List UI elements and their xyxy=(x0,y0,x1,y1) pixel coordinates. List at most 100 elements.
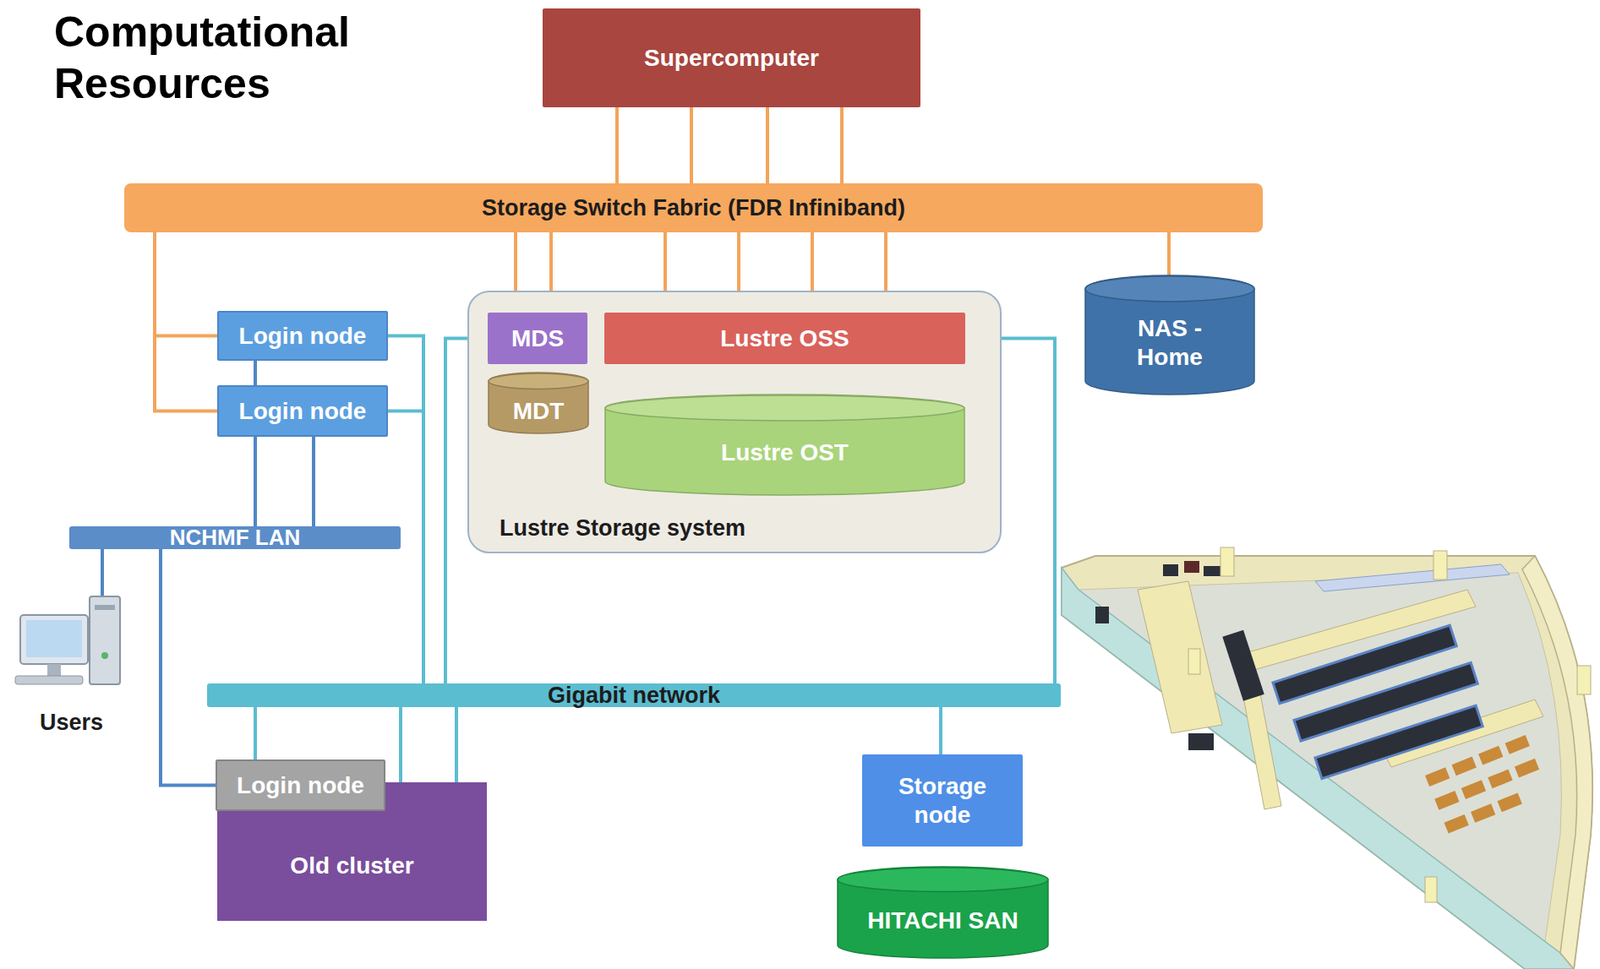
desk xyxy=(1434,791,1459,811)
column xyxy=(1577,666,1591,695)
login-node-box: Login node xyxy=(217,311,388,361)
power-light xyxy=(101,652,109,660)
supercomputer-box: Supercomputer xyxy=(542,8,921,108)
network-link xyxy=(615,107,619,184)
cylinder-top xyxy=(837,868,1049,893)
drive-bay xyxy=(94,605,115,611)
page-title: Computational Resources xyxy=(54,6,418,110)
desk xyxy=(1470,803,1496,824)
node-label: Lustre OST xyxy=(720,438,849,468)
node-label: Login node xyxy=(236,771,365,801)
desk xyxy=(1425,767,1450,787)
node-label: Login node xyxy=(239,322,367,351)
nas-cylinder: NAS - Home xyxy=(1084,275,1256,396)
monitor-stand xyxy=(47,664,61,677)
rack-rows xyxy=(1222,566,1491,795)
keyboard xyxy=(15,676,83,685)
node-label: NAS - Home xyxy=(1119,314,1221,372)
equipment xyxy=(1184,561,1200,574)
server-rack xyxy=(1222,630,1264,702)
computer-icon xyxy=(15,596,128,699)
desk xyxy=(1452,757,1477,777)
screen xyxy=(26,620,82,658)
network-link xyxy=(454,707,459,783)
column xyxy=(1220,547,1235,577)
node-label: Users xyxy=(39,709,104,737)
node-label: MDT xyxy=(513,397,565,426)
cylinder-body xyxy=(488,372,589,434)
floor-area xyxy=(1078,573,1562,954)
cylinder-top xyxy=(1085,276,1255,302)
network-link xyxy=(311,436,316,527)
room-wall xyxy=(1137,581,1223,734)
cylinder-top xyxy=(605,395,965,421)
desks xyxy=(1425,735,1549,835)
floor-outline xyxy=(1061,556,1593,969)
network-link xyxy=(100,549,104,597)
san-cylinder: HITACHI SAN xyxy=(836,867,1049,960)
node-label: Gigabit network xyxy=(547,682,721,710)
column xyxy=(1425,877,1437,903)
network-link xyxy=(253,436,257,527)
network-link xyxy=(154,232,218,337)
cylinder-body xyxy=(1085,275,1255,395)
storage-node-box: Storage node xyxy=(862,754,1023,847)
login-node-box: Login node xyxy=(217,385,388,437)
login-node-box: Login node xyxy=(215,759,386,812)
network-link xyxy=(1167,232,1171,276)
tower-case xyxy=(89,596,121,685)
desk xyxy=(1505,735,1530,755)
node-label: Lustre Storage system xyxy=(499,514,746,542)
cooling-unit xyxy=(1315,564,1510,592)
monitor xyxy=(20,615,88,665)
users-computer: Users xyxy=(15,596,128,740)
node-label: NCHMF LAN xyxy=(169,524,301,552)
mds-box: MDS xyxy=(487,312,588,365)
mdt-cylinder: MDT xyxy=(487,372,590,435)
column xyxy=(1188,649,1201,675)
gigabit-band: Gigabit network xyxy=(207,683,1061,708)
desk xyxy=(1478,746,1503,766)
network-link xyxy=(253,707,257,760)
ost-cylinder: Lustre OST xyxy=(604,394,966,497)
desk xyxy=(1461,780,1486,800)
network-link xyxy=(160,549,216,787)
network-link xyxy=(154,232,218,412)
network-link xyxy=(939,707,943,755)
server-rack-row xyxy=(1315,705,1483,780)
node-label: Lustre OSS xyxy=(720,324,849,354)
node-label: HITACHI SAN xyxy=(867,906,1018,936)
network-link xyxy=(387,336,424,685)
network-link xyxy=(840,107,844,184)
cylinder-body xyxy=(605,394,965,496)
desk xyxy=(1443,814,1469,835)
desk xyxy=(1514,759,1540,779)
floor-plan xyxy=(1061,547,1593,969)
cylinder-body xyxy=(837,867,1049,959)
network-link xyxy=(765,107,770,184)
equipment xyxy=(1188,733,1214,751)
network-link xyxy=(253,360,257,386)
oss-box: Lustre OSS xyxy=(604,312,966,365)
old-cluster-box: Old clusterLogin node xyxy=(217,782,487,922)
lan-band: NCHMF LAN xyxy=(69,526,401,550)
desk xyxy=(1497,792,1523,813)
title-text: Computational Resources xyxy=(54,8,350,108)
storage-system-group: Lustre Storage system MDS Lustre OSS MDT Lus… xyxy=(467,290,1002,554)
network-link xyxy=(689,107,694,184)
column xyxy=(1433,551,1448,580)
network-link xyxy=(398,707,403,783)
equipment xyxy=(1163,564,1179,577)
node-label: MDS xyxy=(511,324,564,354)
node-label: Supercomputer xyxy=(644,43,820,73)
desk xyxy=(1487,769,1513,790)
outer-wall xyxy=(1061,567,1574,969)
node-label: Storage node xyxy=(883,772,1002,830)
node-label: Old cluster xyxy=(289,851,414,881)
node-label: Storage Switch Fabric (FDR Infiniband) xyxy=(481,194,906,222)
cylinder-top xyxy=(488,373,589,389)
equipment xyxy=(1095,606,1109,624)
fabric-band: Storage Switch Fabric (FDR Infiniband) xyxy=(124,183,1263,233)
node-label: Login node xyxy=(239,397,367,426)
